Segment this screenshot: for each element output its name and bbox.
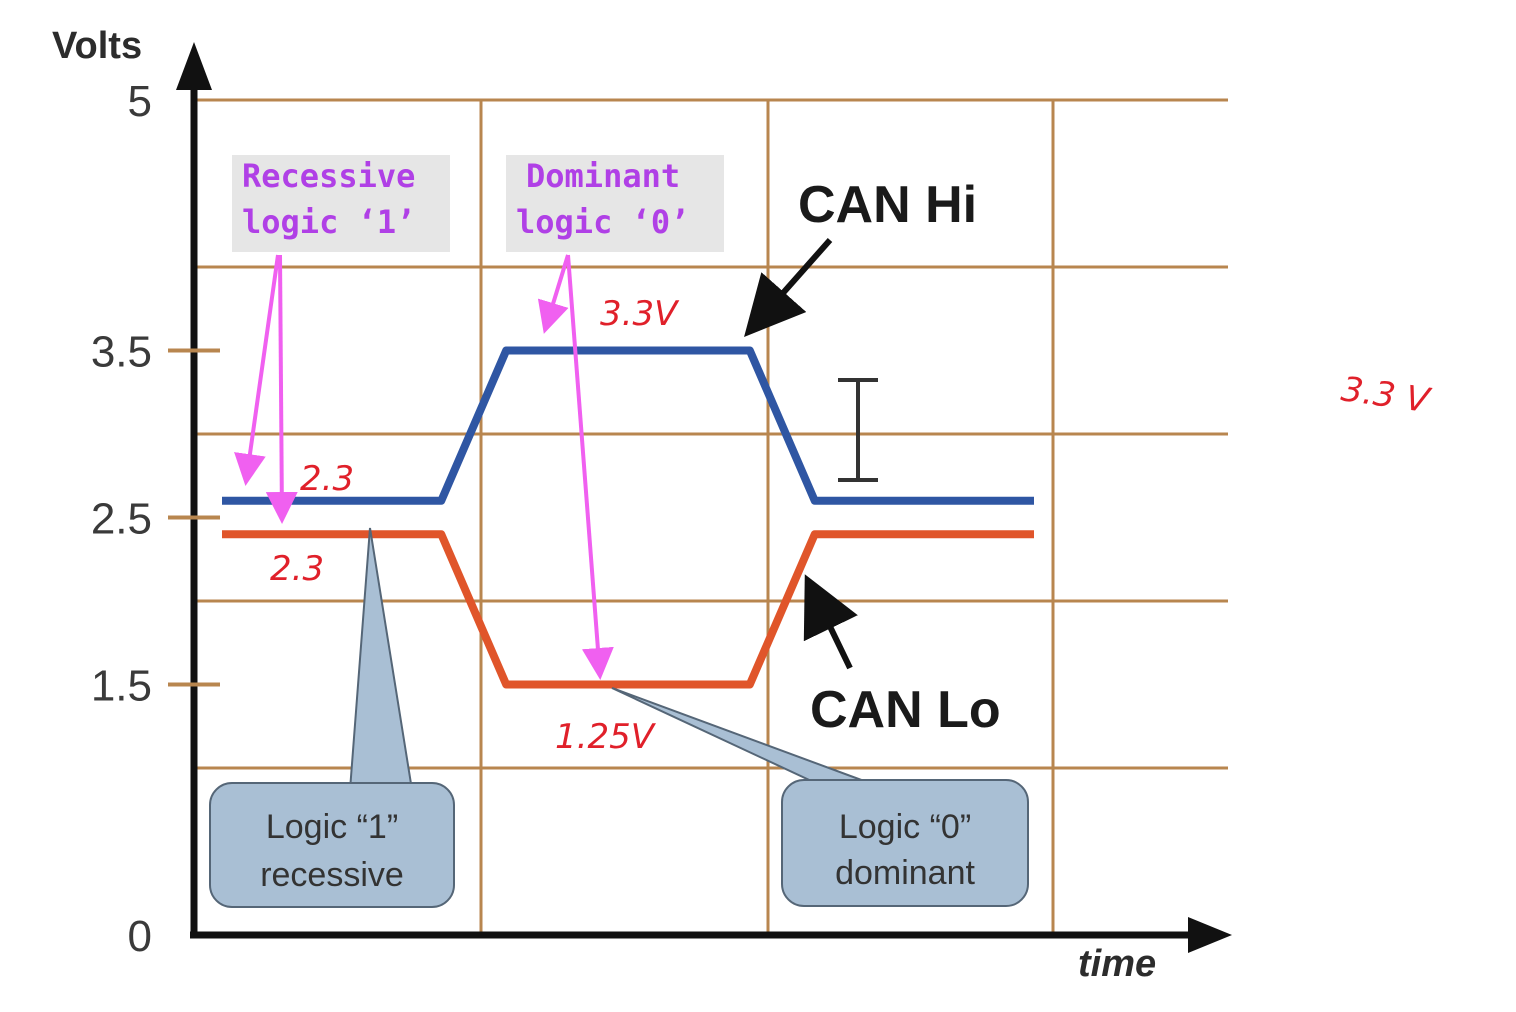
- callout-recessive-line-1: Logic “1”: [266, 808, 398, 846]
- callout-dominant-line-1: Logic “0”: [839, 808, 971, 846]
- series-label-can-lo: CAN Lo: [810, 681, 1001, 739]
- callout-recessive-bubble: [209, 782, 455, 908]
- axes: [176, 42, 1232, 953]
- hand-note-lo-dominant: 1.25V: [555, 717, 657, 757]
- callout-recessive-tail: [348, 527, 414, 791]
- y-tick-label: 2.5: [91, 495, 152, 544]
- x-axis-title: time: [1078, 943, 1156, 985]
- callout-dominant-bubble: [781, 779, 1029, 907]
- recessive-note-line-2: logic ‘1’: [242, 203, 415, 241]
- series-line-can-hi: [222, 346, 1034, 505]
- y-tick-label: 3.5: [91, 328, 152, 377]
- recessive-note-line-1: Recessive: [242, 157, 415, 195]
- x-axis-arrowhead: [1188, 917, 1232, 953]
- series-label-can-hi: CAN Hi: [798, 176, 977, 234]
- y-tick-label: 0: [128, 912, 152, 961]
- y-axis-title: Volts: [52, 25, 142, 67]
- y-ticks: 0 1.5 2.5 3.5 5: [91, 77, 220, 961]
- dominant-note-box: [506, 155, 724, 252]
- callout-dominant-line-2: dominant: [835, 854, 975, 892]
- pink-pointer-arrows: [234, 254, 614, 680]
- hand-note-lo-recessive: 2.3: [270, 549, 324, 589]
- series-line-can-lo: [222, 530, 1034, 689]
- y-tick-label: 1.5: [91, 662, 152, 711]
- hand-note-margin: 3.3 V: [1339, 369, 1435, 421]
- text-cursor-icon: [838, 378, 878, 482]
- y-tick-label: 5: [128, 77, 152, 126]
- dominant-note-line-2: logic ‘0’: [516, 203, 689, 241]
- can-lo-pointer-arrow: [803, 574, 858, 670]
- dominant-note-line-1: Dominant: [526, 157, 680, 195]
- recessive-note-box: [232, 155, 450, 252]
- can-hi-pointer-arrow: [744, 238, 833, 337]
- hand-note-hi-dominant: 3.3V: [600, 294, 680, 334]
- y-axis-arrowhead: [176, 42, 212, 90]
- callout-recessive-line-2: recessive: [260, 856, 404, 894]
- hand-note-hi-recessive: 2.3: [300, 459, 354, 499]
- series: [222, 346, 1034, 689]
